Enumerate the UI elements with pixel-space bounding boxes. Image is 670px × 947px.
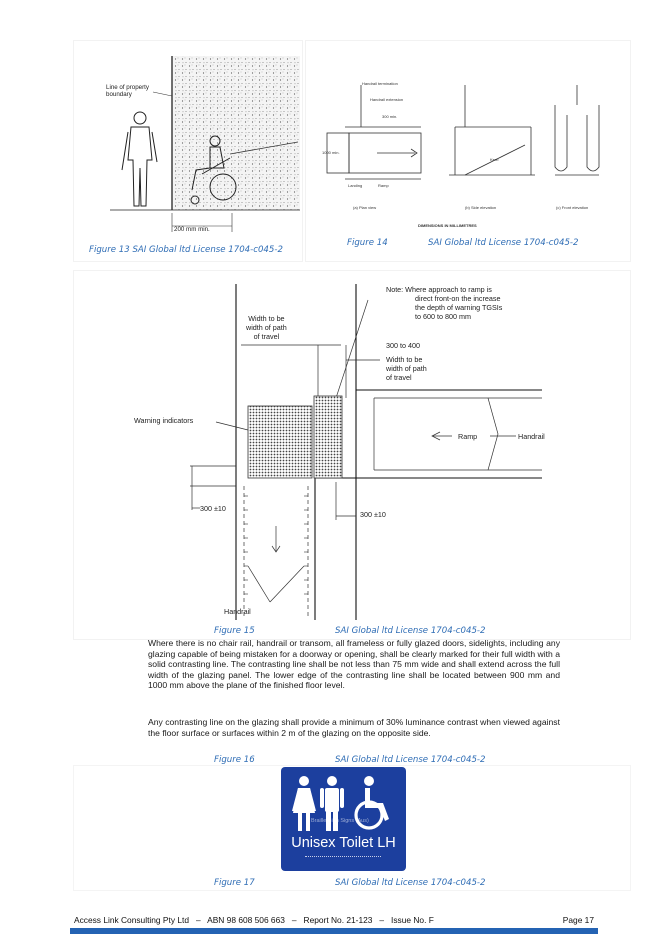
fig14-front-label: (c) Front elevation <box>556 205 589 210</box>
figure-16-caption-license: SAI Global ltd License 1704-c045-2 <box>335 755 486 765</box>
fig15-ramp-label: Ramp <box>458 432 478 441</box>
glazing-paragraph-1: Where there is no chair rail, handrail o… <box>148 638 560 691</box>
fig14-ramp-label: Ramp <box>378 183 389 188</box>
fig14-side-label: (b) Side elevation <box>465 205 497 210</box>
footer-page-number: Page 17 <box>562 915 594 925</box>
figure-17-caption-license: SAI Global ltd License 1704-c045-2 <box>335 878 486 888</box>
tgsi-pad-ramp <box>313 395 343 479</box>
figure-14-caption-number: Figure 14 <box>347 238 388 248</box>
figure-13-caption: Figure 13 SAI Global ltd License 1704-c0… <box>89 245 283 255</box>
fig14-300-label: 300 min. <box>382 114 398 119</box>
braille-dots <box>305 856 381 860</box>
figure-15-panel <box>73 270 631 640</box>
figure-14-caption-license: SAI Global ltd License 1704-c045-2 <box>428 238 579 248</box>
toilet-pictograms-icon <box>292 776 389 831</box>
fig15-handrail-bottom: Handrail <box>224 607 251 616</box>
fig15-range-300-400: 300 to 400 <box>386 341 420 350</box>
figure-17-panel <box>73 765 631 891</box>
figure-13-panel <box>73 40 303 262</box>
figure-15-caption-license: SAI Global ltd License 1704-c045-2 <box>335 626 486 636</box>
fig13-dimension-label: 200 mm min. <box>174 226 210 233</box>
sign-text: Unisex Toilet LH <box>291 835 396 851</box>
tgsi-pad-left <box>247 405 313 479</box>
sign-watermark: Braille Sign Signs (Aus) <box>311 818 369 824</box>
fig14-kerb-label: Kerb <box>490 157 499 162</box>
figure-17-caption-number: Figure 17 <box>214 878 255 888</box>
fig14-handrail-termination-label: Handrail termination <box>362 81 398 86</box>
standing-person-icon <box>121 111 158 207</box>
fig15-dim-left: 300 ±10 <box>200 504 226 513</box>
figure-14-drawing <box>326 85 600 180</box>
figure-15-caption-number: Figure 15 <box>214 626 255 636</box>
fig15-note: Note: Where approach to ramp is direct f… <box>386 285 503 321</box>
glazing-paragraph-2: Any contrasting line on the glazing shal… <box>148 717 560 738</box>
figure-16-caption-number: Figure 16 <box>214 755 255 765</box>
footer-rule <box>70 928 598 934</box>
fig15-warning-indicators: Warning indicators <box>134 416 194 425</box>
fig15-dim-right: 300 ±10 <box>360 510 386 519</box>
fig14-handrail-extension-label: Handrail extension <box>370 97 404 102</box>
unisex-toilet-sign: Braille Sign Signs (Aus) Unisex Toilet L… <box>281 767 406 871</box>
footer-company-info: Access Link Consulting Pty Ltd – ABN 98 … <box>74 915 434 925</box>
page-footer: Access Link Consulting Pty Ltd – ABN 98 … <box>74 915 594 925</box>
figure-13-drawing <box>110 56 300 232</box>
figure-14-panel <box>305 40 631 262</box>
fig15-handrail-right: Handrail <box>518 432 545 441</box>
fig14-landing-label: Landing <box>348 183 363 188</box>
figure-15-drawing <box>190 284 542 620</box>
fig14-1000-label: 1000 min. <box>322 150 340 155</box>
fig14-dimensions-label: DIMENSIONS IN MILLIMETRES <box>418 223 477 228</box>
fig14-plan-label: (a) Plan view <box>353 205 377 210</box>
wheelchair-user-icon <box>190 135 237 205</box>
